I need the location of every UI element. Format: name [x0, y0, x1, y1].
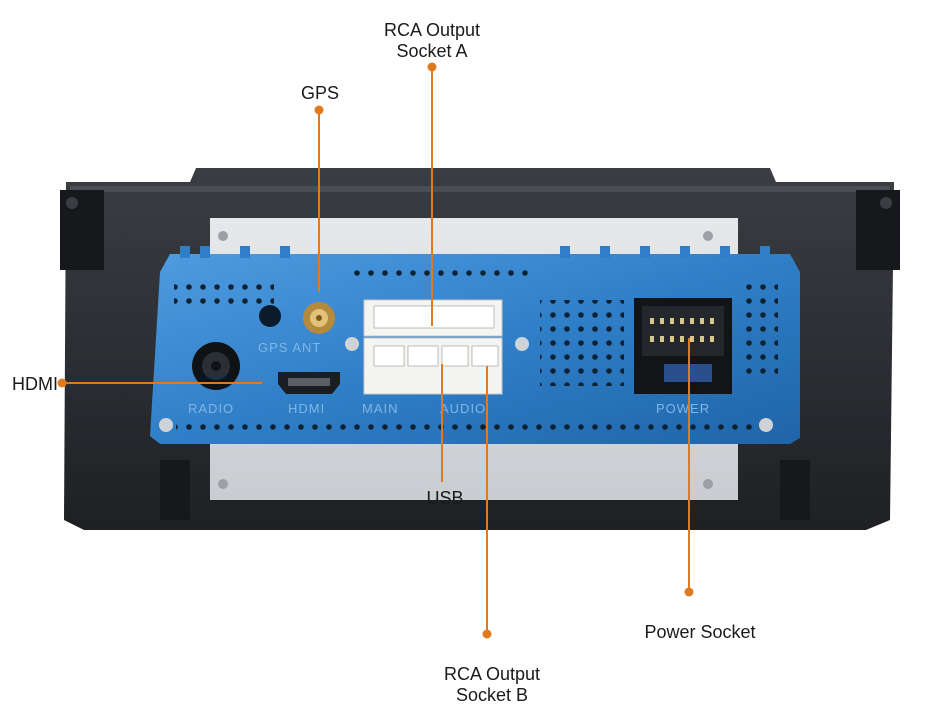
- callout-usb: USB: [426, 488, 464, 508]
- callout-rca-a-line2: Socket A: [396, 41, 468, 61]
- gps-connector: [303, 302, 335, 334]
- callout-rca-output-socket-b: RCA Output Socket B: [432, 664, 552, 706]
- panel-label-hdmi: HDMI: [288, 401, 325, 416]
- callout-rca-b-line2: Socket B: [455, 685, 529, 705]
- callout-hdmi: HDMI: [12, 374, 58, 394]
- callout-gps: GPS: [300, 83, 339, 103]
- dot-gps: [314, 105, 324, 115]
- dot-hdmi: [57, 378, 67, 388]
- panel-label-main: MAIN: [362, 401, 399, 416]
- callout-power-socket: Power Socket: [644, 622, 756, 642]
- mount-hole: [259, 305, 281, 327]
- dot-power: [684, 587, 694, 597]
- hdmi-port: [278, 372, 340, 394]
- dot-rca-b: [482, 629, 492, 639]
- leader-lines: [62, 67, 690, 634]
- callout-rca-a-line1: RCA Output: [383, 20, 481, 40]
- leader-dots: [57, 62, 694, 639]
- panel-label-radio: RADIO: [188, 401, 234, 416]
- callout-rca-b-line1: RCA Output: [443, 664, 541, 684]
- radio-antenna-port: [192, 342, 240, 390]
- panel-label-power: POWER: [656, 401, 710, 416]
- dot-rca-a: [427, 62, 437, 72]
- power-connector: [634, 298, 732, 394]
- panel-label-audio: AUDIO: [440, 401, 486, 416]
- panel-label-gps: GPS ANT: [258, 340, 321, 355]
- callout-rca-output-socket-a: RCA Output Socket A: [372, 20, 492, 62]
